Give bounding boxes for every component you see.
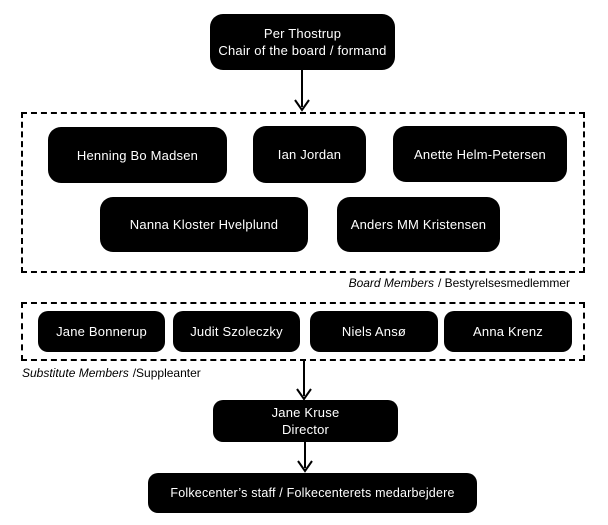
- director-title: Director: [281, 422, 330, 437]
- arrow-down-icon: [297, 442, 313, 473]
- substitute-member-name: Judit Szoleczky: [190, 324, 283, 339]
- substitute-members-group: [21, 302, 585, 361]
- board-members-group: [21, 112, 585, 273]
- chair-title: Chair of the board / formand: [218, 43, 387, 58]
- substitute-members-label-da: /Suppleanter: [132, 366, 201, 380]
- org-node-board-member: Anders MM Kristensen: [337, 197, 500, 252]
- board-members-label-da: / Bestyrelsesmedlemmer: [437, 276, 570, 290]
- org-node-director: Jane Kruse Director: [213, 400, 398, 442]
- org-node-board-member: Ian Jordan: [253, 126, 366, 183]
- org-node-board-member: Nanna Kloster Hvelplund: [100, 197, 308, 252]
- board-member-name: Nanna Kloster Hvelplund: [129, 217, 279, 232]
- board-members-label-en: Board Members: [348, 276, 434, 290]
- board-members-label: Board Members/ Bestyrelsesmedlemmer: [349, 276, 570, 290]
- substitute-member-name: Niels Ansø: [341, 324, 407, 339]
- substitute-members-label-en: Substitute Members: [22, 366, 129, 380]
- org-node-substitute-member: Judit Szoleczky: [173, 311, 300, 352]
- org-node-substitute-member: Jane Bonnerup: [38, 311, 165, 352]
- org-node-board-member: Henning Bo Madsen: [48, 127, 227, 183]
- org-node-substitute-member: Niels Ansø: [310, 311, 438, 352]
- org-node-substitute-member: Anna Krenz: [444, 311, 572, 352]
- board-member-name: Anders MM Kristensen: [350, 217, 487, 232]
- substitute-members-label: Substitute Members/Suppleanter: [22, 366, 201, 380]
- board-member-name: Ian Jordan: [277, 147, 342, 162]
- org-node-board-member: Anette Helm-Petersen: [393, 126, 567, 182]
- arrow-down-icon: [294, 70, 310, 112]
- arrow-down-icon: [296, 361, 312, 401]
- substitute-member-name: Jane Bonnerup: [56, 324, 147, 339]
- org-node-chair: Per Thostrup Chair of the board / forman…: [210, 14, 395, 70]
- substitute-member-name: Anna Krenz: [473, 324, 543, 339]
- board-member-name: Henning Bo Madsen: [76, 147, 199, 163]
- board-member-name: Anette Helm-Petersen: [414, 146, 546, 162]
- director-name: Jane Kruse: [271, 405, 340, 420]
- org-node-staff: Folkecenter’s staff / Folkecenterets med…: [148, 473, 477, 513]
- staff-label: Folkecenter’s staff / Folkecenterets med…: [170, 485, 455, 500]
- chair-name: Per Thostrup: [263, 26, 342, 41]
